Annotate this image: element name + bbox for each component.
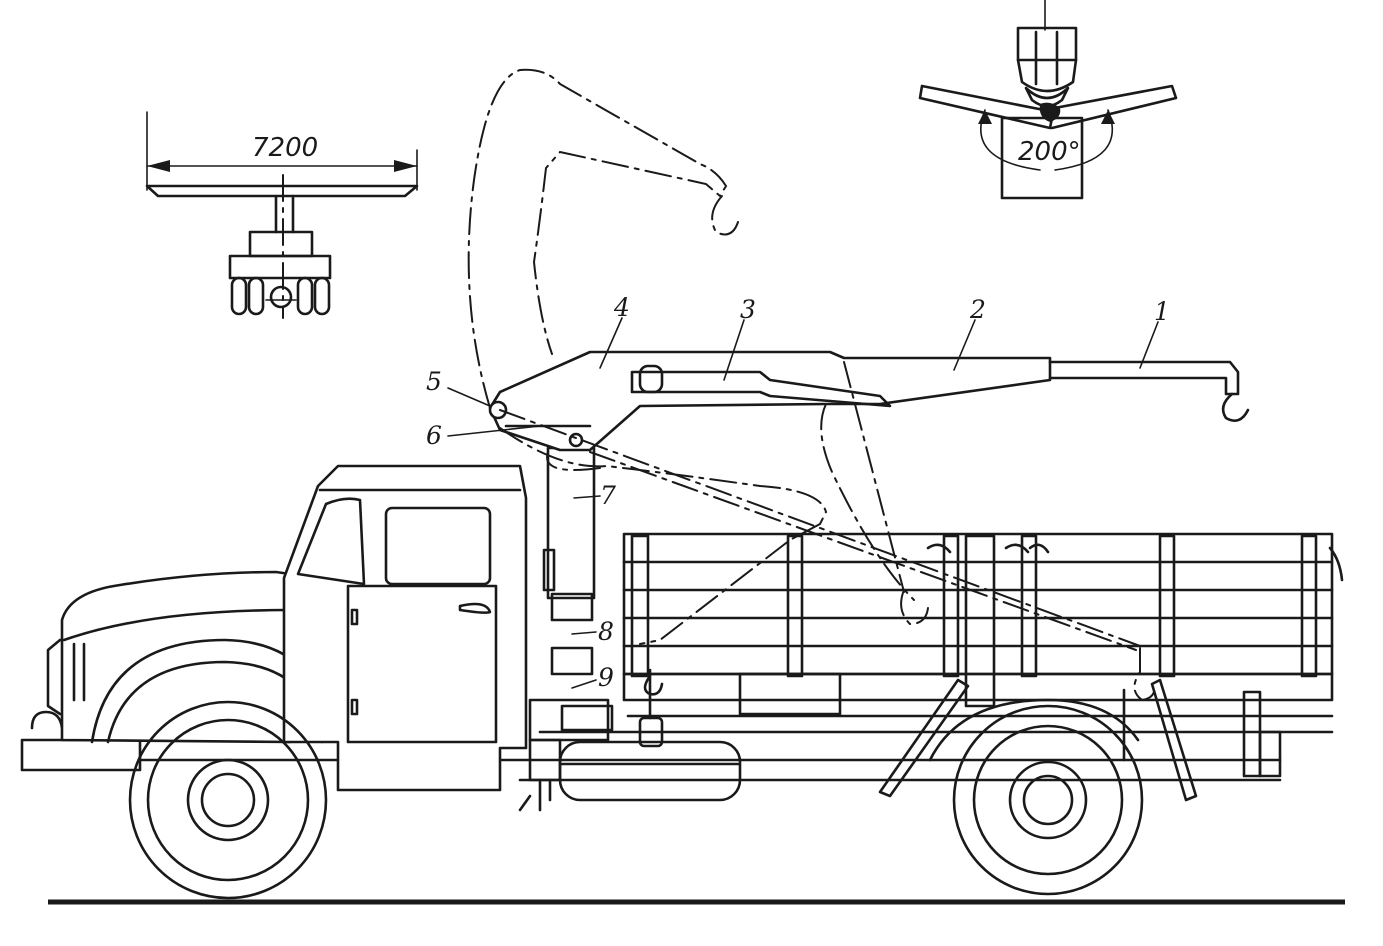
callout-5: 5 <box>426 367 442 396</box>
callout-labels: 1 2 3 4 5 6 7 8 9 <box>426 293 1170 692</box>
callout-9: 9 <box>598 663 614 692</box>
truck <box>20 446 1344 900</box>
phantom-boom-positions <box>467 68 1156 702</box>
slew-view: 200° <box>918 0 1178 200</box>
callout-3: 3 <box>740 295 756 324</box>
callout-2: 2 <box>969 295 986 324</box>
callout-1: 1 <box>1154 297 1170 326</box>
span-dimension: 7200 <box>252 133 318 163</box>
crane-boom <box>488 350 1250 452</box>
callout-8: 8 <box>598 617 614 646</box>
slew-angle-label: 200° <box>1018 137 1081 167</box>
callout-7: 7 <box>600 481 616 510</box>
front-view: 7200 <box>145 111 419 319</box>
callout-6: 6 <box>426 421 442 450</box>
callout-4: 4 <box>613 293 630 322</box>
callout-leaders <box>447 317 1159 689</box>
